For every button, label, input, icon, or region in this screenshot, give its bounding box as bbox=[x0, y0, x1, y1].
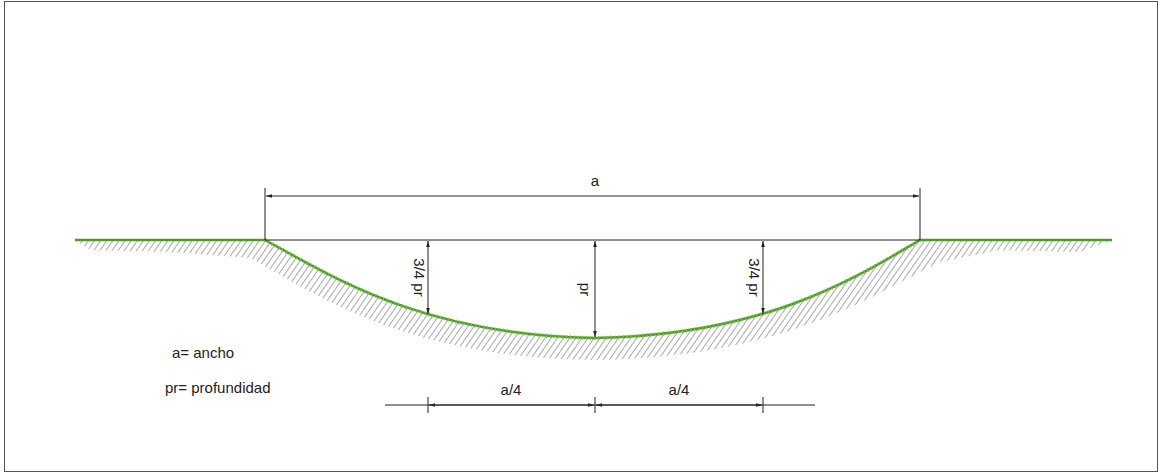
frame bbox=[5, 2, 1158, 472]
legend-note: pr= profundidad bbox=[165, 380, 271, 395]
dimension-label: 3/4 pr bbox=[411, 258, 426, 296]
dimension-label: 3/4 pr bbox=[746, 258, 761, 296]
dimension-label: a/4 bbox=[669, 382, 690, 397]
dimension-line bbox=[429, 405, 594, 406]
extension-line bbox=[920, 188, 921, 240]
depth-dimension bbox=[595, 241, 596, 337]
depth-dimension bbox=[763, 241, 764, 314]
extension-line bbox=[265, 188, 266, 240]
dimension-line bbox=[596, 405, 762, 406]
legend-note: a= ancho bbox=[172, 345, 234, 360]
dimension-tick bbox=[763, 397, 764, 413]
ground-surface bbox=[75, 240, 1112, 338]
dimension-label: a/4 bbox=[501, 382, 522, 397]
dimension-tick bbox=[428, 397, 429, 413]
dimension-line bbox=[266, 196, 919, 197]
soil-hatching bbox=[75, 240, 1112, 360]
dimension-line bbox=[385, 405, 815, 406]
dimension-tick bbox=[595, 397, 596, 413]
dimension-label: pr bbox=[579, 282, 594, 295]
reference-line bbox=[265, 240, 920, 241]
grass bbox=[265, 240, 920, 338]
dimension-label: a bbox=[591, 173, 599, 188]
depth-dimension bbox=[428, 241, 429, 314]
